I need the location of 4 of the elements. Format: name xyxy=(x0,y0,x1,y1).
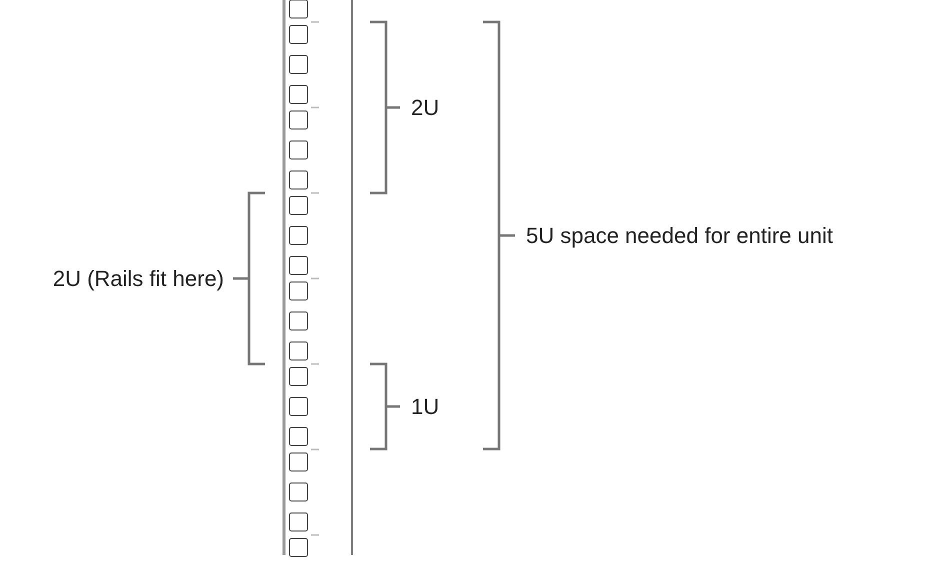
dimension-label: 5U space needed for entire unit xyxy=(526,222,833,248)
dimension-label: 2U (Rails fit here) xyxy=(52,266,224,292)
dimension-label: 1U xyxy=(411,394,440,420)
dimension-label: 2U xyxy=(411,94,440,120)
